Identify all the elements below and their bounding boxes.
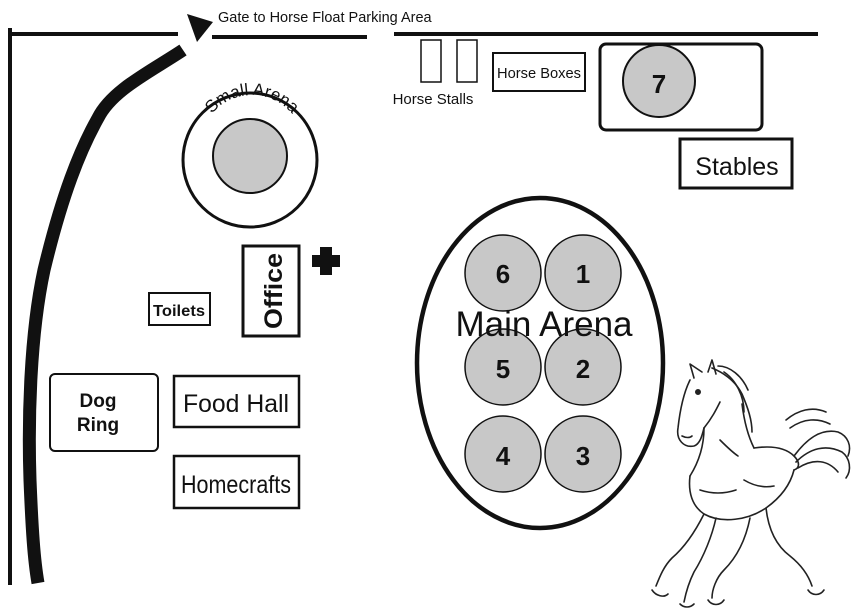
horse-boxes-label: Horse Boxes — [497, 65, 581, 82]
ring-4-label: 4 — [496, 441, 511, 471]
ring-2-label: 2 — [576, 354, 590, 384]
horse-illustration — [651, 359, 851, 608]
horse-stall — [420, 39, 442, 83]
stables-label: Stables — [695, 153, 778, 181]
ring-1-label: 1 — [576, 259, 590, 289]
homecrafts-building — [172, 454, 301, 510]
horse-stalls-label: Horse Stalls — [393, 91, 474, 108]
gate-label: Gate to Horse Float Parking Area — [218, 10, 433, 26]
ring-6 — [464, 234, 542, 312]
ring-3 — [544, 415, 622, 493]
horse-stalls — [420, 39, 478, 83]
perimeter-fence — [8, 28, 818, 585]
food-hall-label: Food Hall — [183, 390, 289, 418]
small-arena: Small Arena — [181, 80, 319, 229]
main-arena: 6 1 5 2 4 3 Main Arena — [414, 195, 666, 531]
first-aid-cross-icon — [312, 247, 340, 275]
toilets-label: Toilets — [153, 303, 205, 320]
ring-5-label: 5 — [496, 354, 510, 384]
ring-6-label: 6 — [496, 259, 510, 289]
ring-2 — [544, 328, 622, 406]
food-hall-building — [172, 374, 301, 429]
ring-7 — [622, 44, 696, 118]
main-arena-label: Main Arena — [455, 305, 633, 344]
ring-5 — [464, 328, 542, 406]
horse-stall — [456, 39, 478, 83]
driveway-road — [22, 44, 187, 585]
dog-ring-label-line2: Ring — [77, 415, 119, 436]
office-label: Office — [260, 253, 288, 329]
dog-ring-label-line1: Dog — [80, 391, 117, 412]
stables-building — [678, 137, 794, 190]
ring-1 — [544, 234, 622, 312]
homecrafts-label: Homecrafts — [181, 471, 291, 499]
horse-boxes-building — [492, 52, 586, 92]
ring-3-label: 3 — [576, 441, 590, 471]
office-building — [241, 244, 301, 338]
dog-ring-building — [49, 373, 159, 452]
ring-7-label: 7 — [652, 69, 666, 99]
toilets-building — [148, 292, 211, 326]
gate-arrow-icon — [187, 14, 213, 42]
ring-4 — [464, 415, 542, 493]
